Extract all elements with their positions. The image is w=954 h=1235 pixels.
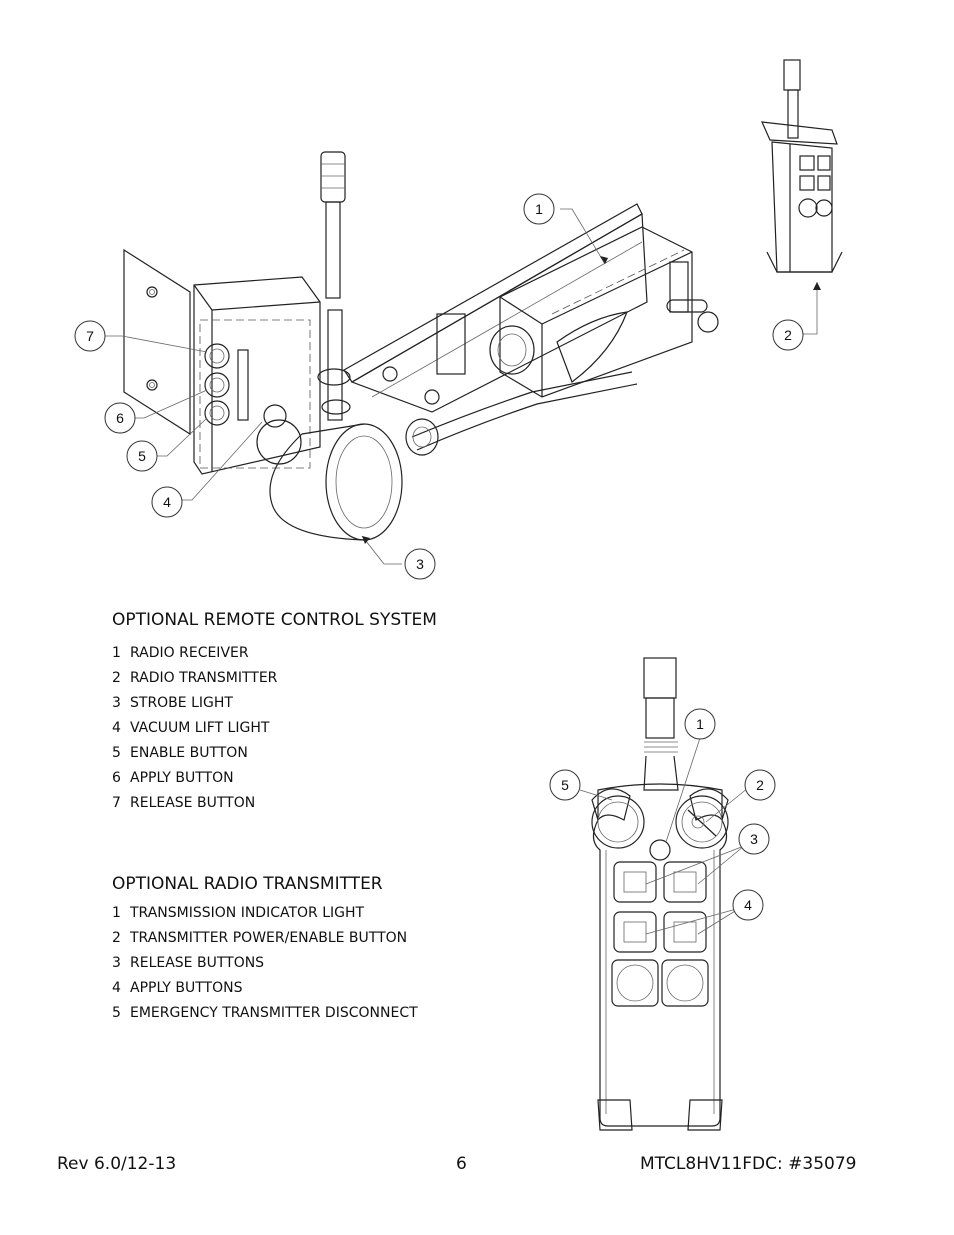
figure2-callout-4: 4 — [732, 889, 764, 921]
footer-page-number: 6 — [456, 1154, 467, 1174]
footer-revision: Rev 6.0/12-13 — [57, 1154, 177, 1174]
figure1-callout-7: 7 — [74, 320, 106, 352]
footer-model: MTCL8HV11FDC: #35079 — [640, 1154, 857, 1174]
figure1-callout-4: 4 — [151, 486, 183, 518]
svg-text:5: 5 — [138, 448, 146, 464]
radio-transmitter-diagram: 1 2 3 4 5 — [520, 650, 810, 1132]
svg-text:6: 6 — [116, 410, 124, 426]
figure2-callout-1: 1 — [684, 708, 716, 740]
svg-text:4: 4 — [744, 897, 752, 913]
svg-text:5: 5 — [561, 777, 569, 793]
svg-text:2: 2 — [756, 777, 764, 793]
figure1-callout-5: 5 — [126, 440, 158, 472]
figure1-callout-3: 3 — [404, 548, 436, 580]
section1-title: OPTIONAL REMOTE CONTROL SYSTEM — [112, 610, 437, 630]
svg-text:7: 7 — [86, 328, 94, 344]
svg-text:3: 3 — [750, 831, 758, 847]
figure2-callout-5: 5 — [549, 769, 581, 801]
figure1-callout-6: 6 — [104, 402, 136, 434]
svg-text:4: 4 — [163, 494, 171, 510]
remote-control-system-diagram: 1 2 3 4 5 6 7 — [72, 52, 848, 587]
svg-text:1: 1 — [535, 201, 543, 217]
svg-text:2: 2 — [784, 327, 792, 343]
figure1-callout-1: 1 — [523, 193, 555, 225]
figure2-callout-2: 2 — [744, 769, 776, 801]
svg-text:1: 1 — [696, 716, 704, 732]
figure2-callout-3: 3 — [738, 823, 770, 855]
svg-text:3: 3 — [416, 556, 424, 572]
section2-title: OPTIONAL RADIO TRANSMITTER — [112, 874, 383, 894]
figure1-callout-2: 2 — [772, 319, 804, 351]
